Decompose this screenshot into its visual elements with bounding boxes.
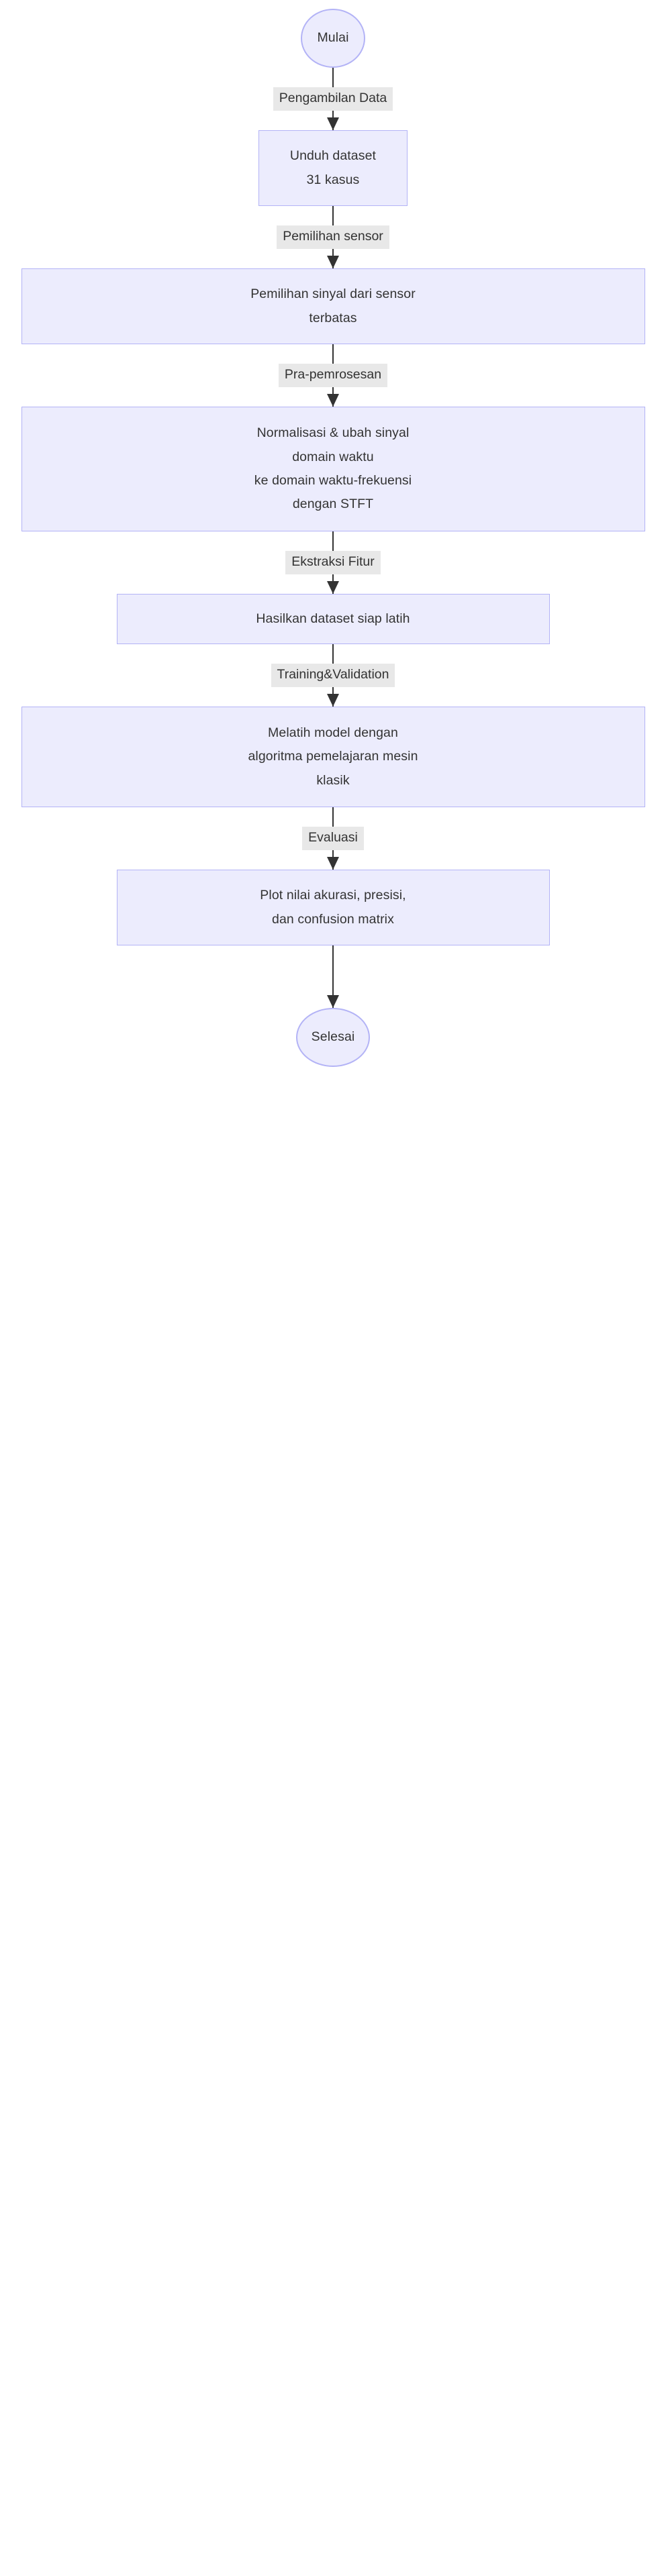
- node-preprocess-signal[interactable]: Normalisasi & ubah sinyal domain waktu k…: [21, 407, 645, 531]
- node-train-model-label: Melatih model dengan algoritma pemelajar…: [248, 725, 418, 788]
- arrowhead-icon: [327, 995, 339, 1008]
- edge-dataset-to-train: Training&Validation: [0, 644, 666, 707]
- arrowhead-icon: [327, 694, 339, 707]
- edge-preprocess-to-dataset: Ekstraksi Fitur: [0, 531, 666, 594]
- edge-download-to-select: Pemilihan sensor: [0, 206, 666, 268]
- node-end[interactable]: Selesai: [296, 1008, 370, 1067]
- node-select-signal-label: Pemilihan sinyal dari sensor terbatas: [250, 287, 416, 325]
- node-plot-metrics-label: Plot nilai akurasi, presisi, dan confusi…: [260, 888, 406, 927]
- node-download-dataset[interactable]: Unduh dataset 31 kasus: [258, 130, 408, 206]
- edge-label-pra-pemrosesan: Pra-pemrosesan: [278, 364, 388, 387]
- node-ready-dataset[interactable]: Hasilkan dataset siap latih: [116, 594, 550, 644]
- edge-label-evaluasi: Evaluasi: [302, 827, 364, 850]
- node-end-label: Selesai: [311, 1029, 355, 1045]
- node-start-label: Mulai: [317, 30, 349, 46]
- edge-plot-to-end: [0, 945, 666, 1008]
- node-ready-dataset-label: Hasilkan dataset siap latih: [256, 611, 410, 626]
- arrowhead-icon: [327, 581, 339, 594]
- node-start[interactable]: Mulai: [301, 9, 365, 68]
- edge-train-to-plot: Evaluasi: [0, 807, 666, 870]
- edge-line: [332, 945, 334, 1008]
- node-train-model[interactable]: Melatih model dengan algoritma pemelajar…: [21, 707, 645, 807]
- arrowhead-icon: [327, 394, 339, 407]
- edge-label-pengambilan-data: Pengambilan Data: [273, 87, 393, 111]
- arrowhead-icon: [327, 117, 339, 130]
- node-plot-metrics[interactable]: Plot nilai akurasi, presisi, dan confusi…: [116, 870, 550, 945]
- edge-label-training-validation: Training&Validation: [271, 664, 395, 687]
- node-download-dataset-label: Unduh dataset 31 kasus: [289, 148, 377, 187]
- node-preprocess-signal-label: Normalisasi & ubah sinyal domain waktu k…: [254, 425, 412, 512]
- edge-label-pemilihan-sensor: Pemilihan sensor: [277, 225, 389, 249]
- node-select-signal[interactable]: Pemilihan sinyal dari sensor terbatas: [21, 268, 645, 344]
- edge-label-ekstraksi-fitur: Ekstraksi Fitur: [285, 551, 381, 574]
- arrowhead-icon: [327, 256, 339, 268]
- flowchart-column: Mulai Pengambilan Data Unduh dataset 31 …: [0, 0, 666, 1067]
- edge-start-to-download: Pengambilan Data: [0, 68, 666, 130]
- edge-select-to-preprocess: Pra-pemrosesan: [0, 344, 666, 407]
- arrowhead-icon: [327, 857, 339, 870]
